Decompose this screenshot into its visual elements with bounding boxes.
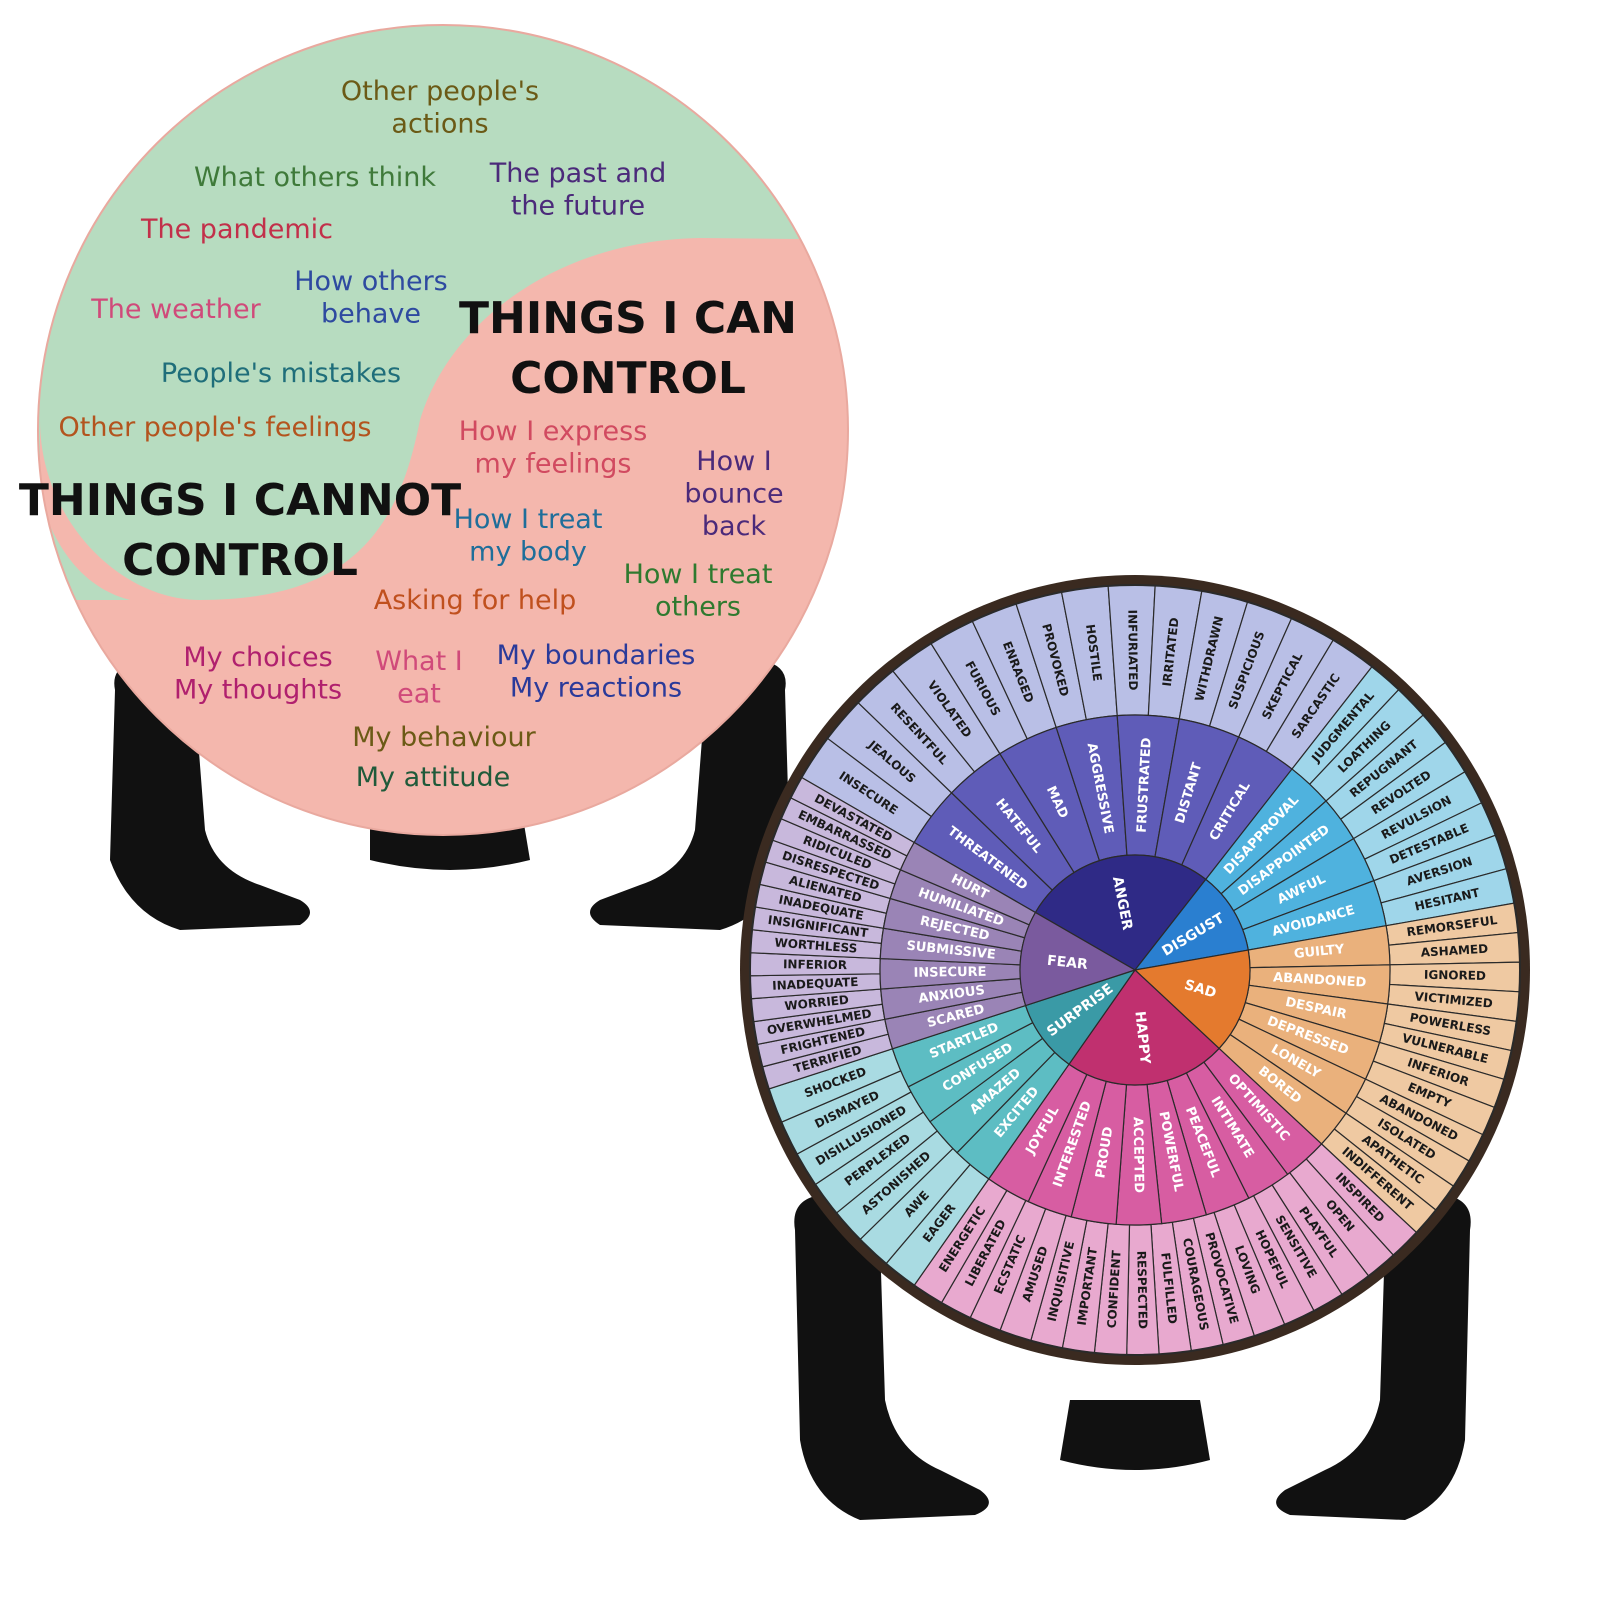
- outer-label-infuriated: INFURIATED: [1125, 610, 1140, 691]
- can-control-item-0-line-1: my feelings: [475, 448, 632, 479]
- can-control-item-9-line-0: My attitude: [356, 762, 511, 793]
- mid-label-insecure: INSECURE: [913, 965, 986, 981]
- mid-label-frustrated: FRUSTRATED: [1135, 737, 1155, 833]
- can-control-item-1-line-1: bounce: [684, 478, 783, 509]
- can-control-item-8-line-0: My behaviour: [352, 722, 536, 753]
- cannot-control-heading-line-1: CONTROL: [122, 535, 358, 586]
- can-control-item-7-line-1: My reactions: [510, 672, 682, 703]
- can-control-item-8: My behaviour: [352, 722, 536, 753]
- cannot-control-item-2-line-0: The past and: [489, 158, 667, 189]
- cannot-control-heading-line-0: THINGS I CANNOT: [19, 475, 461, 526]
- cannot-control-item-1-line-0: What others think: [194, 162, 436, 193]
- core-segment-surprise: [1024, 968, 1137, 1066]
- cannot-control-item-6-line-0: People's mistakes: [161, 358, 401, 389]
- can-control-heading: THINGS I CAN CONTROL: [459, 293, 797, 404]
- can-control-item-4: Asking for help: [374, 585, 577, 616]
- can-control-item-4-line-0: Asking for help: [374, 585, 577, 616]
- outer-label-worried: WORRIED: [784, 993, 850, 1014]
- core-segment-sad: [1133, 949, 1251, 1050]
- cannot-control-item-0-line-0: Other people's: [341, 76, 539, 107]
- wheel-rim: [749, 584, 1521, 1356]
- core-segment-disgust: [1133, 878, 1249, 971]
- can-control-item-7-line-0: My boundaries: [497, 640, 696, 671]
- cannot-control-item-5-line-0: The weather: [90, 294, 261, 325]
- cannot-control-item-4-line-1: behave: [321, 298, 421, 329]
- cannot-control-item-3: The pandemic: [140, 214, 333, 245]
- cannot-control-item-4-line-0: How others: [294, 266, 447, 297]
- outer-label-ashamed: ASHAMED: [1420, 942, 1488, 960]
- can-control-item-5-line-0: My choices: [183, 642, 332, 673]
- outer-label-inadequate: INADEQUATE: [772, 975, 859, 993]
- mid-label-abandoned: ABANDONED: [1273, 970, 1367, 990]
- can-control-item-1-line-2: back: [702, 511, 767, 542]
- outer-label-ignored: IGNORED: [1424, 968, 1486, 983]
- can-control-item-9: My attitude: [356, 762, 511, 793]
- control-plate: [37, 24, 849, 836]
- outer-label-inferior: INFERIOR: [783, 957, 847, 972]
- core-segment-anger: [1034, 854, 1207, 971]
- can-control-item-2-line-1: my body: [469, 536, 587, 567]
- cannot-control-item-3-line-0: The pandemic: [140, 214, 333, 245]
- right-plate-stand: [794, 1195, 1471, 1520]
- can-control-item-3-line-1: others: [655, 591, 741, 622]
- can-control-item-5-line-1: My thoughts: [174, 674, 342, 705]
- outer-label-worthless: WORTHLESS: [774, 936, 858, 956]
- cannot-control-item-2-line-1: the future: [511, 190, 645, 221]
- cannot-control-item-0-line-1: actions: [391, 108, 488, 139]
- can-control-heading-line-1: CONTROL: [510, 353, 746, 404]
- can-control-item-6-line-0: What I: [375, 646, 463, 677]
- can-control-item-1-line-0: How I: [696, 446, 771, 477]
- core-label-happy: HAPPY: [1131, 1010, 1153, 1065]
- can-control-heading-line-0: THINGS I CAN: [459, 293, 797, 344]
- can-control-item-6-line-1: eat: [397, 678, 441, 709]
- mid-label-guilty: GUILTY: [1293, 942, 1345, 962]
- cannot-control-heading: THINGS I CANNOT CONTROL: [19, 475, 461, 586]
- feelings-wheel: INSECUREJEALOUSRESENTFULVIOLATEDFURIOUSE…: [740, 575, 1530, 1365]
- cannot-control-item-7: Other people's feelings: [59, 412, 372, 443]
- outer-label-respected: RESPECTED: [1134, 1251, 1150, 1330]
- cannot-control-item-1: What others think: [194, 162, 436, 193]
- cannot-control-item-6: People's mistakes: [161, 358, 401, 389]
- cannot-control-item-7-line-0: Other people's feelings: [59, 412, 372, 443]
- can-control-item-2-line-0: How I treat: [454, 504, 603, 535]
- core-label-fear: FEAR: [1046, 953, 1088, 973]
- core-segment-fear: [1019, 911, 1137, 1007]
- can-control-item-3-line-0: How I treat: [624, 559, 773, 590]
- core-segment-happy: [1068, 969, 1220, 1086]
- can-control-region: [38, 238, 848, 835]
- outer-label-confident: CONFIDENT: [1105, 1249, 1124, 1329]
- mid-label-accepted: ACCEPTED: [1130, 1117, 1146, 1194]
- can-control-item-0-line-0: How I express: [459, 416, 648, 447]
- cannot-control-item-5: The weather: [90, 294, 261, 325]
